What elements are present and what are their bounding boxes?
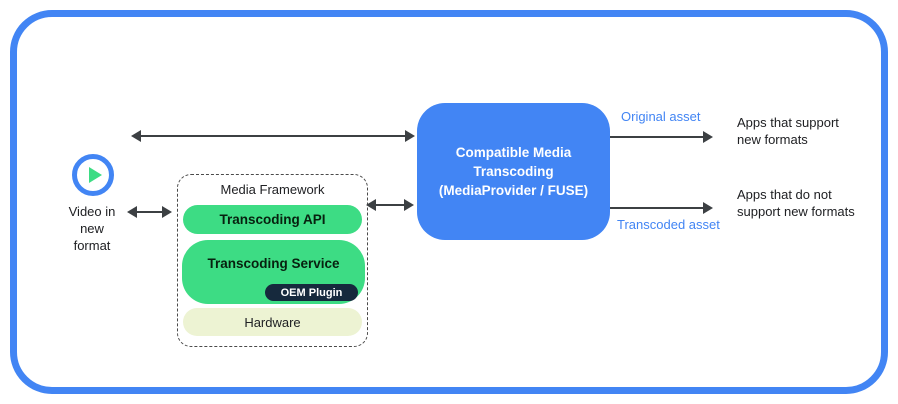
arrowhead-right-icon bbox=[703, 131, 713, 143]
arrowhead-left-icon bbox=[366, 199, 376, 211]
arrowhead-left-icon bbox=[131, 130, 141, 142]
arrowhead-right-icon bbox=[162, 206, 172, 218]
arrow-transcoded-asset bbox=[610, 202, 713, 214]
apps-do-not-support-new-formats-label: Apps that do not support new formats bbox=[737, 187, 855, 219]
transcoding-service-label: Transcoding Service bbox=[207, 255, 340, 271]
outer-rounded-frame bbox=[10, 10, 888, 394]
arrowhead-right-icon bbox=[703, 202, 713, 214]
compatible-media-transcoding-label: Compatible Media Transcoding (MediaProvi… bbox=[438, 145, 589, 198]
apps-support-new-formats-label: Apps that support new formats bbox=[737, 115, 839, 147]
source-video-label: Video in new format bbox=[68, 204, 116, 253]
play-icon bbox=[72, 154, 114, 196]
hardware-block: Hardware bbox=[183, 308, 362, 336]
arrow-source-to-framework bbox=[127, 206, 172, 218]
arrow-source-to-central bbox=[131, 130, 415, 142]
arrowhead-right-icon bbox=[405, 130, 415, 142]
transcoded-asset-label: Transcoded asset bbox=[617, 217, 720, 232]
transcoding-service-block: Transcoding Service OEM Plugin bbox=[182, 240, 365, 304]
oem-plugin-badge: OEM Plugin bbox=[265, 284, 358, 301]
compatible-media-transcoding-box: Compatible Media Transcoding (MediaProvi… bbox=[417, 103, 610, 240]
original-asset-label: Original asset bbox=[621, 109, 701, 124]
transcoding-api-block: Transcoding API bbox=[183, 205, 362, 234]
media-framework-title: Media Framework bbox=[220, 182, 325, 197]
arrowhead-left-icon bbox=[127, 206, 137, 218]
media-framework-box: Media Framework Transcoding API Transcod… bbox=[177, 174, 368, 347]
arrowhead-right-icon bbox=[404, 199, 414, 211]
play-triangle-icon bbox=[88, 167, 102, 183]
arrow-framework-to-central bbox=[366, 199, 414, 211]
arrow-original-asset bbox=[610, 131, 713, 143]
